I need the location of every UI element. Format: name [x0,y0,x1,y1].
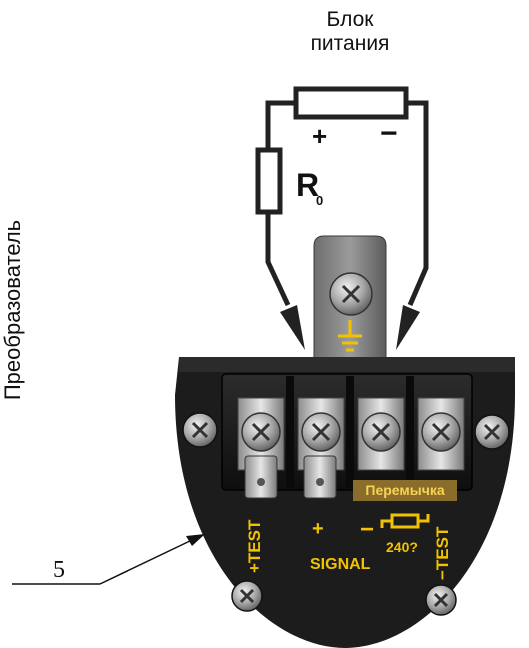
resistor-r0 [255,147,283,215]
resistor-label: R [296,167,319,203]
power-supply-label-line2: питания [310,32,390,55]
callout-arrow [186,534,205,546]
resistor-value-label: 240? [386,539,418,555]
wire-minus [406,100,429,306]
spade-tab-right [303,455,337,499]
spade-tab-left [244,455,278,499]
resistor-symbol-icon [380,513,430,529]
ground-icon [338,320,362,352]
power-supply-label: Блок питания [280,8,420,56]
signal-minus-label: − [360,516,374,543]
housing-rim [179,357,515,372]
bridge-label: Перемычка [353,480,457,501]
signal-label: SIGNAL [310,556,371,573]
ground-screw-slot [341,284,361,304]
terminal-4 [417,397,465,471]
terminal-3 [357,397,405,471]
plus-sign: + [312,121,327,151]
power-supply-block [293,86,409,120]
test-minus-label: −TEST [433,526,452,580]
test-plus-label: +TEST [245,519,264,573]
arrow-minus [396,305,420,350]
wire-plus-top [265,100,296,150]
resistor-subscript: 0 [316,193,323,208]
wire-plus-bottom [265,212,291,307]
callout-number: 5 [53,557,65,583]
minus-sign: − [380,117,398,150]
arrow-plus [280,305,305,350]
power-supply-label-line1: Блок [326,8,374,31]
terminal-separators [286,376,414,488]
callout-leader [99,539,193,585]
signal-plus-label: + [312,518,324,540]
